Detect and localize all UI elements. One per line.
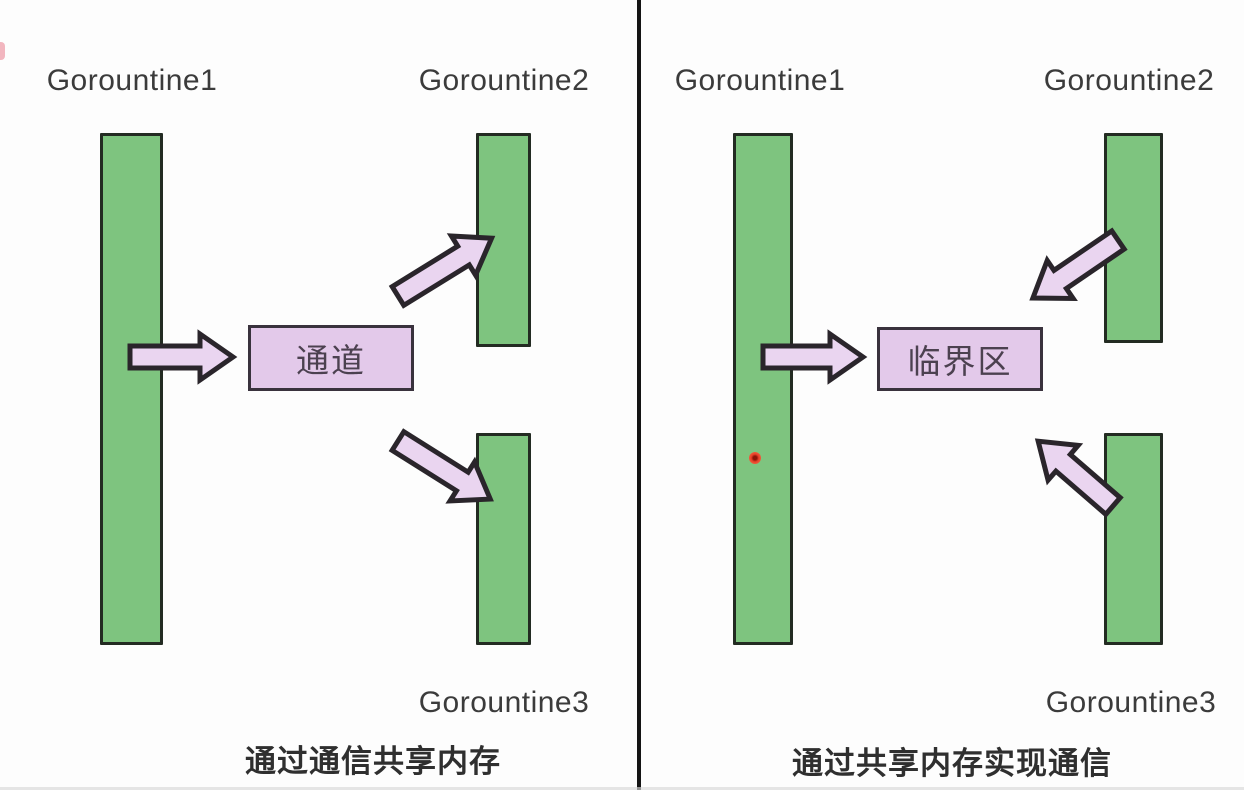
right-goroutine2-bar [1104, 133, 1163, 343]
left-goroutine2-bar [476, 133, 531, 347]
panel-divider [637, 0, 641, 790]
channel-box-label: 通道 [296, 342, 366, 379]
critical-section-box: 临界区 [877, 327, 1043, 391]
bottom-edge-line [0, 787, 1244, 790]
right-goroutine1-label: Gorountine1 [674, 64, 846, 97]
right-goroutine3-bar [1104, 433, 1163, 645]
left-goroutine1-bar [100, 133, 163, 645]
laser-pointer-dot [749, 452, 761, 464]
right-panel-caption: 通过共享内存实现通信 [792, 746, 1112, 781]
channel-box: 通道 [248, 325, 414, 391]
left-edge-artifact [0, 42, 5, 60]
left-goroutine2-label: Gorountine2 [418, 64, 590, 97]
critical-section-box-label: 临界区 [907, 343, 1013, 380]
right-goroutine3-label: Gorountine3 [1045, 686, 1217, 719]
left-goroutine3-bar [476, 433, 531, 645]
left-panel-caption: 通过通信共享内存 [245, 744, 501, 779]
left-goroutine3-label: Gorountine3 [418, 686, 590, 719]
right-goroutine1-bar [733, 133, 793, 645]
left-goroutine1-label: Gorountine1 [46, 64, 218, 97]
right-goroutine2-label: Gorountine2 [1043, 64, 1215, 97]
